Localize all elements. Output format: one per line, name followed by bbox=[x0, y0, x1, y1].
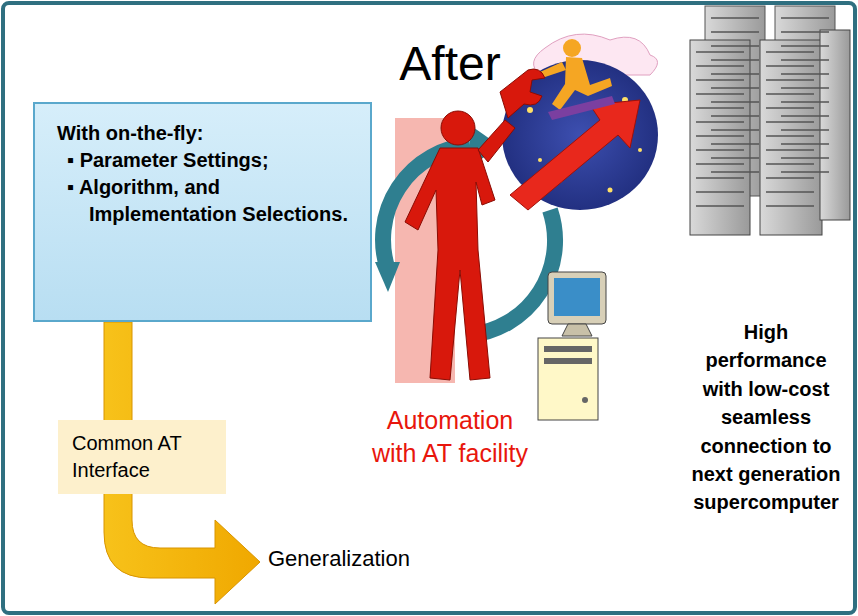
server-slot bbox=[781, 143, 829, 145]
title: After bbox=[350, 36, 550, 92]
node-text: With on-the-fly: bbox=[57, 120, 352, 147]
server-slot bbox=[781, 73, 829, 75]
server-slot bbox=[781, 31, 829, 33]
server-slot bbox=[781, 45, 829, 47]
server-slot bbox=[766, 149, 814, 151]
engineer-clipart bbox=[405, 69, 545, 380]
server-slot bbox=[696, 79, 744, 81]
server-slot bbox=[766, 79, 814, 81]
server-slot bbox=[766, 65, 814, 67]
server-slot bbox=[711, 171, 759, 173]
server-slot bbox=[711, 129, 759, 131]
server-slot bbox=[711, 115, 759, 117]
supercomputer-clipart bbox=[690, 6, 850, 235]
server-slot bbox=[766, 177, 814, 179]
server-slot bbox=[696, 65, 744, 67]
server-slot bbox=[711, 31, 759, 33]
server-slot bbox=[711, 59, 759, 61]
server-slot bbox=[766, 107, 814, 109]
server-slot bbox=[711, 17, 759, 19]
server-slot bbox=[696, 135, 744, 137]
node-text: ▪ Parameter Settings; bbox=[67, 147, 352, 174]
server-slot bbox=[766, 93, 814, 95]
server-slot bbox=[781, 129, 829, 131]
server-slot bbox=[781, 87, 829, 89]
server-slot bbox=[766, 205, 814, 207]
server-slot bbox=[781, 17, 829, 19]
server-slot bbox=[766, 191, 814, 193]
interface-box: Common AT Interface bbox=[58, 420, 226, 494]
server-slot bbox=[696, 205, 744, 207]
server-slot bbox=[781, 59, 829, 61]
server-slot bbox=[766, 135, 814, 137]
server-slot bbox=[766, 121, 814, 123]
node-text: ▪ Algorithm, and Implementation Selectio… bbox=[67, 174, 352, 228]
server-slot bbox=[711, 143, 759, 145]
node-text: Common AT Interface bbox=[72, 430, 212, 484]
generalization-label: Generalization bbox=[268, 545, 438, 574]
surfer-clipart bbox=[502, 34, 658, 210]
feature-box: With on-the-fly:▪ Parameter Settings;▪ A… bbox=[33, 102, 372, 322]
server-slot bbox=[696, 191, 744, 193]
server-slot bbox=[711, 157, 759, 159]
automation-label: Automation with AT facility bbox=[370, 404, 530, 469]
performance-note: High performance with low-cost seamless … bbox=[686, 318, 846, 517]
server-slot bbox=[696, 177, 744, 179]
server-slot bbox=[696, 149, 744, 151]
server-slot bbox=[711, 73, 759, 75]
server-slot bbox=[696, 163, 744, 165]
server-slot bbox=[781, 157, 829, 159]
server-slot bbox=[711, 101, 759, 103]
server-slot bbox=[696, 121, 744, 123]
server-slot bbox=[781, 115, 829, 117]
computer-clipart bbox=[538, 272, 606, 420]
server-slot bbox=[711, 87, 759, 89]
server-slot bbox=[781, 101, 829, 103]
server-slot bbox=[766, 163, 814, 165]
server-slot bbox=[711, 45, 759, 47]
server-slot bbox=[696, 93, 744, 95]
server-slot bbox=[766, 51, 814, 53]
server-slot bbox=[696, 51, 744, 53]
frame bbox=[3, 3, 855, 613]
server-slot bbox=[696, 107, 744, 109]
server-slot bbox=[781, 171, 829, 173]
